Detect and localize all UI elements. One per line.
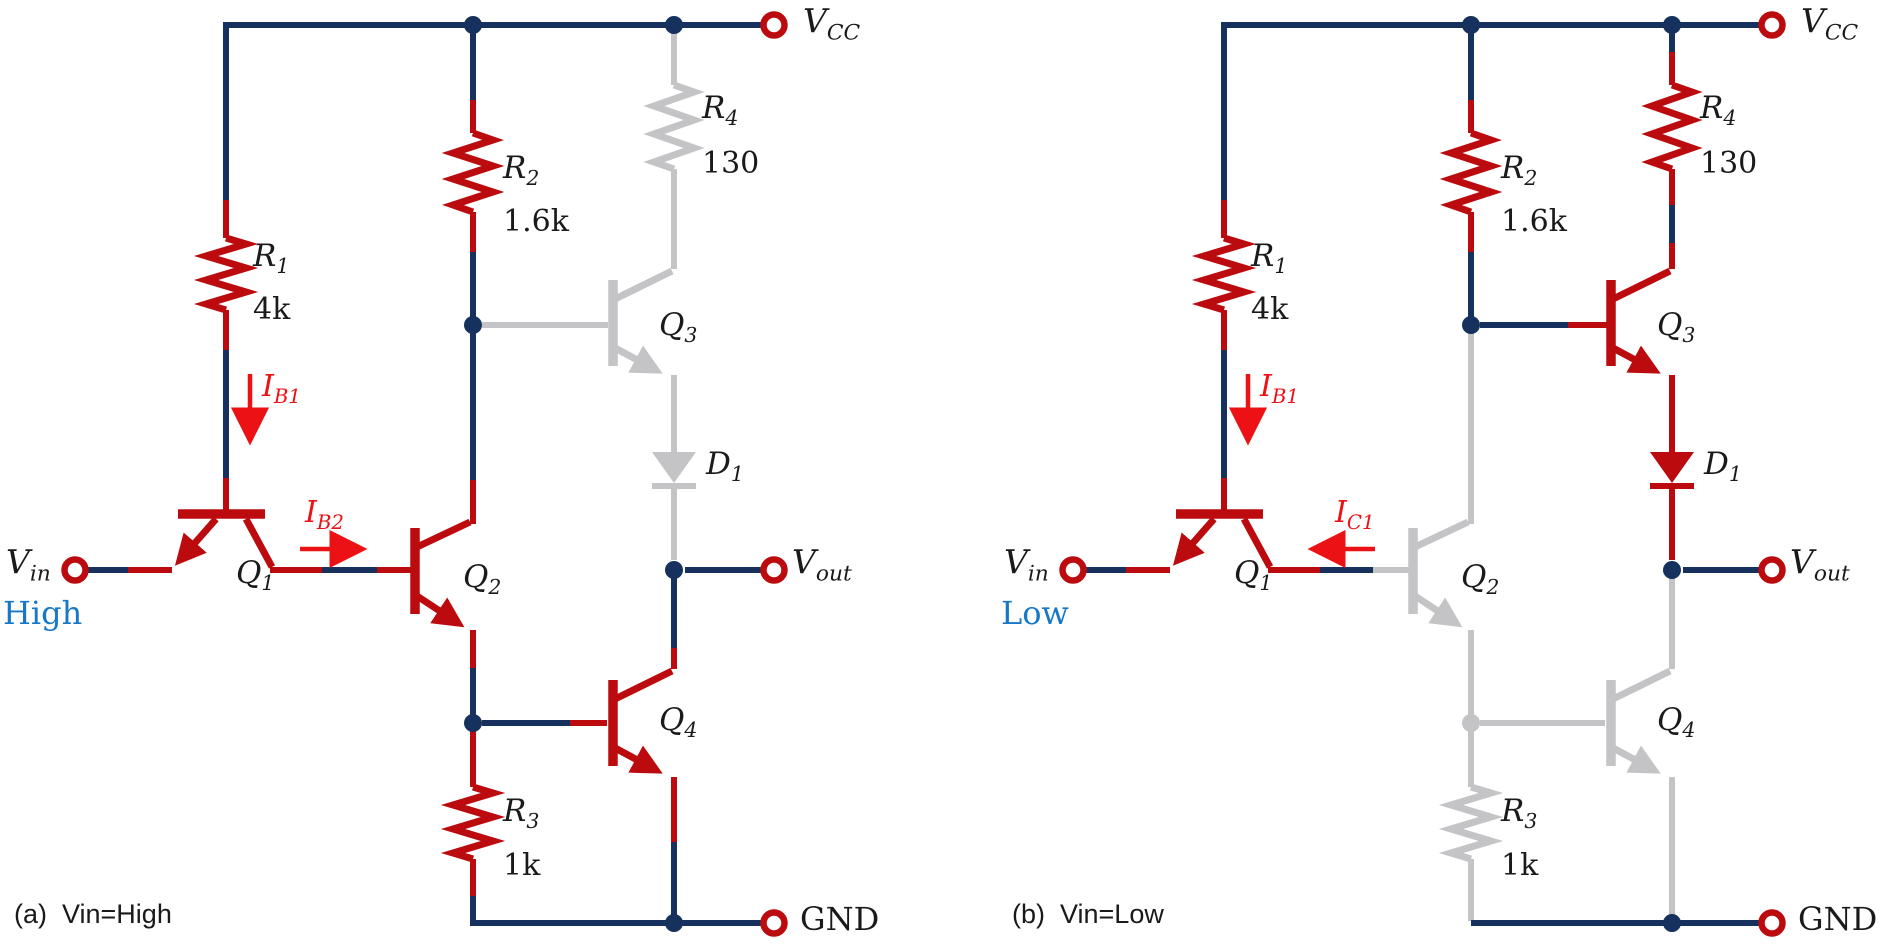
q1-label-b: Q1 — [1234, 555, 1273, 596]
r3-label-b: R3 — [1501, 793, 1538, 834]
vout-label-b: Vout — [1790, 542, 1850, 587]
vcc-terminal-a — [760, 11, 788, 39]
junction-dot — [1663, 914, 1681, 932]
gnd-terminal-a — [760, 909, 788, 937]
r2-value-a: 1.6k — [503, 204, 569, 239]
transistor-q3-collector-a — [613, 267, 674, 303]
vout-terminal-b — [1758, 556, 1786, 584]
d1-label-a: D1 — [706, 446, 744, 487]
q3-label-a: Q3 — [659, 307, 698, 348]
junction-dot — [464, 316, 482, 334]
resistor-r4-b — [1641, 81, 1703, 173]
transistor-q2-emitter-b — [1413, 593, 1463, 628]
junction-dot-inactive — [1462, 714, 1480, 732]
junction-dot — [464, 714, 482, 732]
transistor-q4-emitter-a — [613, 744, 663, 774]
circuit-b — [1059, 11, 1786, 937]
vin-state-a: High — [3, 594, 83, 632]
resistor-r4-a — [643, 81, 705, 173]
r4-value-a: 130 — [702, 146, 760, 181]
vcc-label-b: VCC — [1801, 1, 1859, 46]
circuit-a — [61, 11, 788, 937]
r3-label-a: R3 — [503, 793, 540, 834]
gnd-label-a: GND — [800, 900, 880, 938]
q2-label-a: Q2 — [463, 559, 502, 600]
transistor-q3-emitter-b — [1611, 344, 1661, 374]
transistor-q4-emitter-b — [1611, 744, 1661, 774]
junction-dot — [1663, 561, 1681, 579]
junction-dot — [665, 561, 683, 579]
r1-label-b: R1 — [1251, 238, 1288, 279]
caption-b: (b) Vin=Low — [1012, 899, 1164, 929]
transistor-q3-emitter-a — [613, 344, 663, 374]
resistor-r1-b — [1191, 234, 1257, 314]
vcc-label-a: VCC — [803, 1, 861, 46]
current-ib2-label-a: IB2 — [305, 495, 344, 534]
r1-value-b: 4k — [1251, 292, 1289, 327]
transistor-q4-collector-a — [613, 667, 674, 703]
current-ib1-label-a: IB1 — [262, 369, 301, 408]
transistor-q1-collector-b — [1240, 517, 1274, 569]
resistor-r1-a — [193, 234, 259, 314]
q3-label-b: Q3 — [1657, 307, 1696, 348]
transistor-q3-collector-b — [1611, 267, 1672, 303]
junction-dot — [1663, 16, 1681, 34]
r1-label-a: R1 — [253, 238, 290, 279]
current-ib1-label-b: IB1 — [1260, 369, 1299, 408]
junction-dot — [665, 914, 683, 932]
vout-label-a: Vout — [792, 542, 852, 587]
r3-value-a: 1k — [503, 848, 541, 883]
vin-terminal-b — [1059, 556, 1087, 584]
resistor-r2-a — [441, 129, 505, 216]
junction-dot — [665, 16, 683, 34]
q4-label-b: Q4 — [1657, 702, 1696, 743]
transistor-q1-emitter-a — [174, 516, 219, 566]
transistor-q2-collector-a — [415, 518, 472, 551]
q4-label-a: Q4 — [659, 702, 698, 743]
transistor-q1-collector-a — [242, 517, 276, 569]
vin-label-a: Vin — [6, 542, 51, 587]
r2-label-a: R2 — [503, 150, 540, 191]
transistor-q2-collector-b — [1413, 518, 1470, 551]
vin-terminal-a — [61, 556, 89, 584]
resistor-r3-a — [440, 783, 506, 863]
transistor-q1-emitter-b — [1172, 516, 1217, 566]
caption-a: (a) Vin=High — [14, 899, 172, 929]
r2-label-b: R2 — [1501, 150, 1538, 191]
r4-label-a: R4 — [702, 90, 739, 131]
r2-value-b: 1.6k — [1501, 204, 1567, 239]
d1-label-b: D1 — [1704, 446, 1742, 487]
gnd-label-b: GND — [1798, 900, 1878, 938]
transistor-q4-collector-b — [1611, 667, 1672, 703]
r1-value-a: 4k — [253, 292, 291, 327]
r3-value-b: 1k — [1501, 848, 1539, 883]
resistor-r2-b — [1439, 129, 1503, 216]
r4-value-b: 130 — [1700, 146, 1758, 181]
vcc-terminal-b — [1758, 11, 1786, 39]
vcc-rail-a — [223, 22, 762, 206]
resistor-r3-b — [1438, 783, 1504, 863]
junction-dot — [1462, 316, 1480, 334]
vout-terminal-a — [760, 556, 788, 584]
vin-state-b: Low — [1001, 594, 1069, 632]
transistor-q2-emitter-a — [415, 593, 465, 628]
junction-dot — [1462, 16, 1480, 34]
vcc-rail-b — [1221, 22, 1760, 206]
gnd-rail-a — [470, 896, 762, 926]
junction-dot — [464, 16, 482, 34]
r4-label-b: R4 — [1700, 90, 1737, 131]
current-ic1-label-b: IC1 — [1335, 495, 1375, 534]
gnd-terminal-b — [1758, 909, 1786, 937]
q1-label-a: Q1 — [236, 555, 275, 596]
diode-d1-a — [652, 452, 696, 483]
vin-label-b: Vin — [1004, 542, 1049, 587]
diode-d1-b — [1650, 452, 1694, 483]
q2-label-b: Q2 — [1461, 559, 1500, 600]
